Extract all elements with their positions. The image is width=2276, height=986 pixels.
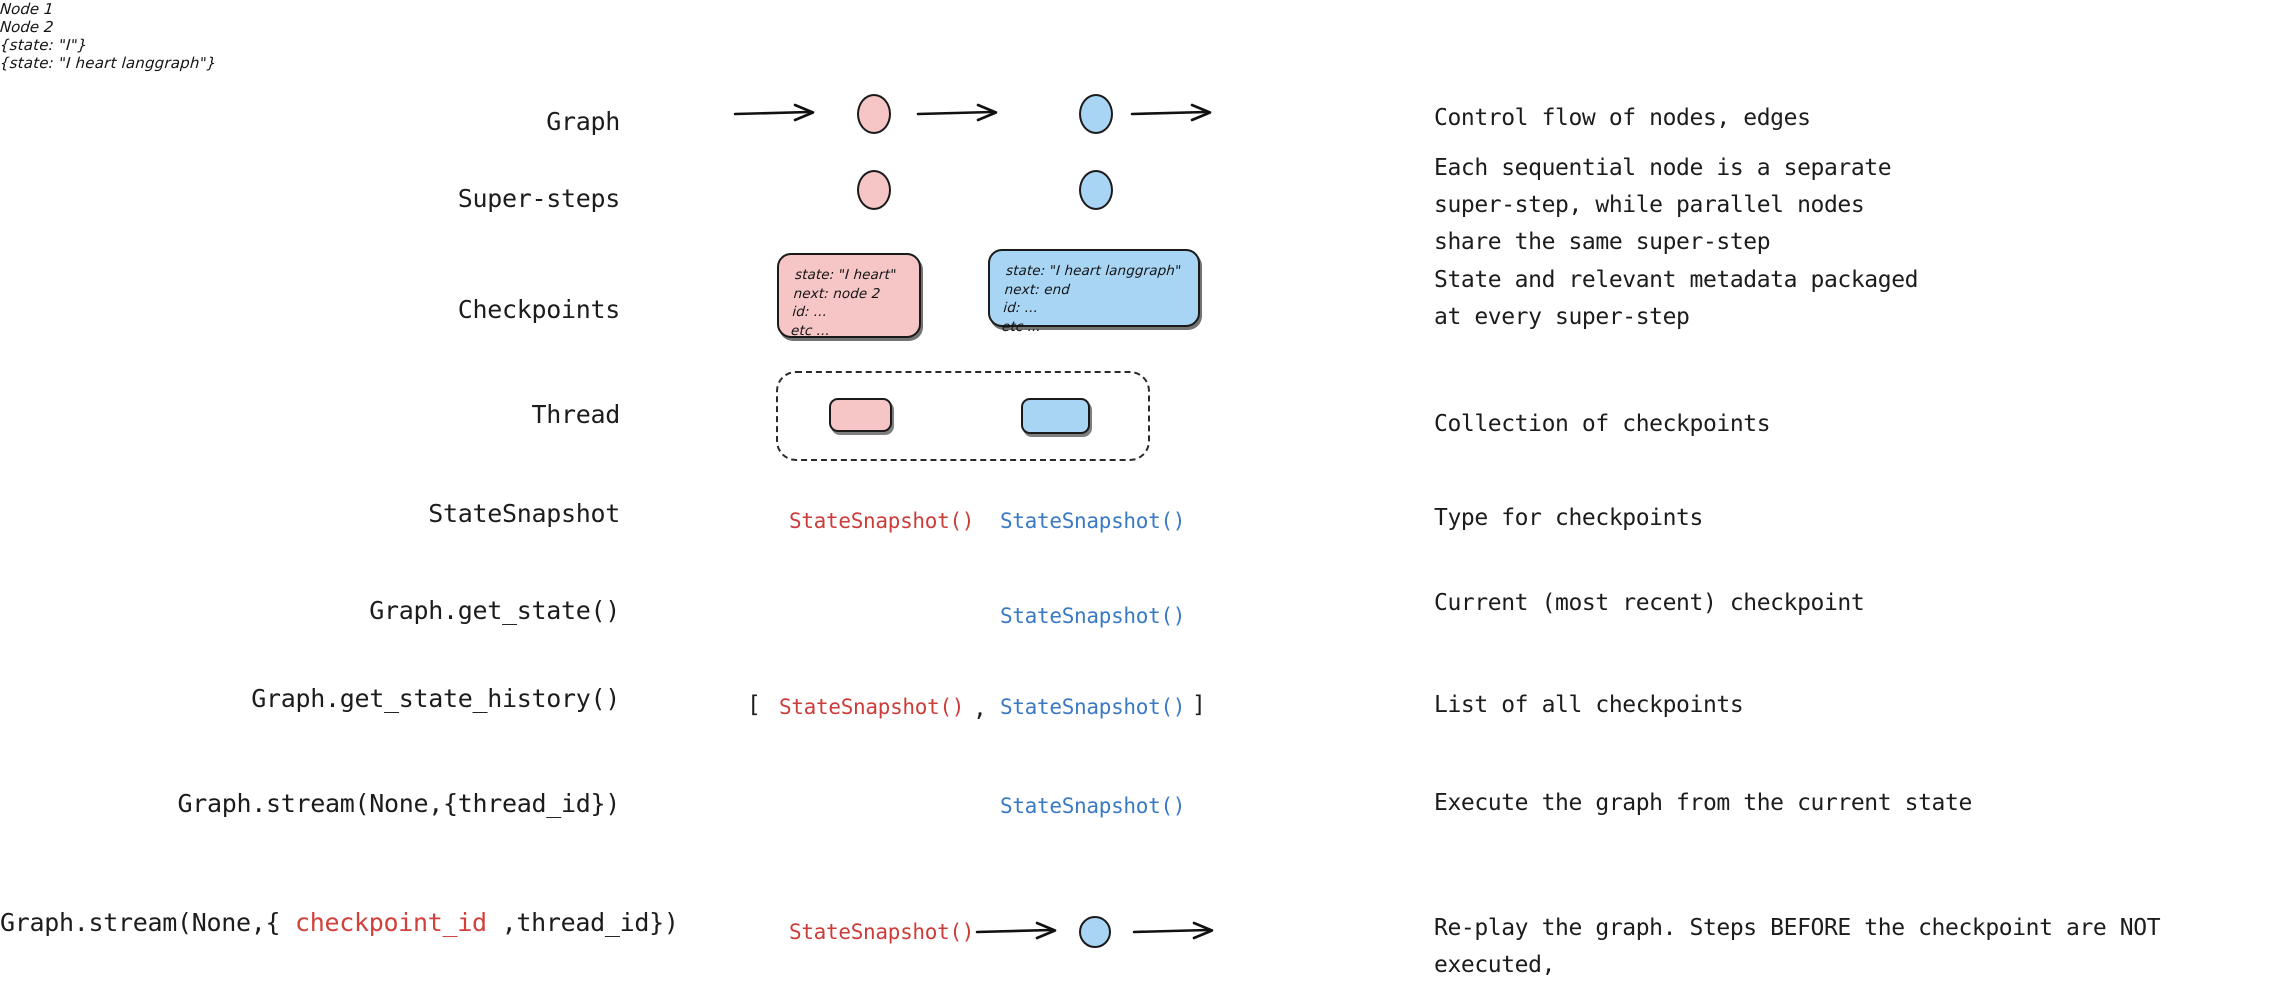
checkpoint-2-next: next: end <box>1004 281 1071 298</box>
get-state-snapshot: StateSnapshot() <box>1000 604 1186 628</box>
checkpoint-box-2: state: "I heart langgraph" next: end id:… <box>988 249 1200 335</box>
checkpoint-box-1-lines: state: "I heart" next: node 2 id: ... et… <box>790 266 897 341</box>
stream-checkpoint-id-highlight: checkpoint_id <box>295 908 487 937</box>
stream-current-snapshot: StateSnapshot() <box>1000 794 1186 818</box>
graph-output-state-label: {state: "I heart langgraph"} <box>0 54 218 72</box>
thread-checkpoint-chip-1 <box>829 398 892 432</box>
row-label-get-state: Graph.get_state() <box>369 596 620 625</box>
checkpoint-2-state: state: "I heart langgraph" <box>1005 263 1182 279</box>
checkpoint-2-etc: etc ... <box>1001 318 1042 335</box>
arrow-replay-snapshot-to-node <box>975 921 1057 940</box>
checkpoint-1-next: next: node 2 <box>793 285 881 302</box>
row-label-super-steps: Super-steps <box>457 184 621 213</box>
row-label-get-state-history: Graph.get_state_history() <box>251 684 620 713</box>
arrow-node2-to-output <box>1130 103 1212 122</box>
graph-node-1-circle <box>857 94 891 134</box>
arrow-replay-node-to-end <box>1132 921 1214 940</box>
statesnapshot-type-right: StateSnapshot() <box>1000 509 1186 533</box>
row-desc-thread: Collection of checkpoints <box>1434 411 1771 437</box>
arrow-node1-to-node2 <box>916 103 998 122</box>
stream-prefix: Graph.stream(None,{ <box>0 908 296 937</box>
row-label-checkpoints: Checkpoints <box>457 295 621 324</box>
stream-suffix: ,thread_id}) <box>486 908 679 937</box>
checkpoint-box-1: state: "I heart" next: node 2 id: ... et… <box>777 253 921 341</box>
row-desc-stream-thread: Execute the graph from the current state <box>1434 790 1972 816</box>
superstep-node-1-circle <box>857 170 891 210</box>
history-snapshot-right: StateSnapshot() <box>1000 695 1186 719</box>
row-desc-statesnapshot: Type for checkpoints <box>1434 505 1703 531</box>
row-desc-checkpoints: State and relevant metadata packaged at … <box>1434 267 1919 330</box>
row-label-stream-thread: Graph.stream(None,{thread_id}) <box>177 789 620 818</box>
node-2-label: Node 2 <box>0 18 55 36</box>
graph-node-2-circle <box>1079 94 1113 134</box>
row-desc-get-state: Current (most recent) checkpoint <box>1434 590 1865 616</box>
row-label-stream-checkpoint: Graph.stream(None,{ checkpoint_id ,threa… <box>0 908 679 937</box>
replay-snapshot: StateSnapshot() <box>789 920 975 944</box>
row-desc-graph: Control flow of nodes, edges <box>1434 105 1811 131</box>
checkpoint-1-id: id: ... <box>791 304 828 321</box>
replay-node-circle <box>1079 916 1111 948</box>
checkpoint-1-state: state: "I heart" <box>794 267 897 283</box>
row-desc-super-steps: Each sequential node is a separate super… <box>1434 155 1892 255</box>
history-close-bracket: ] <box>1192 692 1206 718</box>
row-label-statesnapshot: StateSnapshot <box>428 499 620 528</box>
row-label-thread: Thread <box>531 400 620 429</box>
history-open-bracket: [ <box>747 692 761 718</box>
checkpoint-box-2-lines: state: "I heart langgraph" next: end id:… <box>1001 262 1182 337</box>
superstep-node-2-circle <box>1079 170 1113 210</box>
history-snapshot-left: StateSnapshot() <box>779 695 965 719</box>
arrow-input-to-node1 <box>733 103 815 122</box>
thread-checkpoint-chip-2 <box>1021 398 1090 434</box>
history-comma: , <box>973 696 987 722</box>
statesnapshot-type-left: StateSnapshot() <box>789 509 975 533</box>
row-desc-stream-checkpoint: Re-play the graph. Steps BEFORE the chec… <box>1434 915 2161 978</box>
graph-input-state-label: {state: "I"} <box>0 36 89 54</box>
row-desc-get-state-history: List of all checkpoints <box>1434 692 1744 718</box>
checkpoint-1-etc: etc ... <box>790 322 831 339</box>
node-1-label: Node 1 <box>0 0 55 18</box>
row-label-graph: Graph <box>546 107 620 136</box>
thread-container <box>776 371 1150 461</box>
checkpoint-2-id: id: ... <box>1002 300 1039 317</box>
